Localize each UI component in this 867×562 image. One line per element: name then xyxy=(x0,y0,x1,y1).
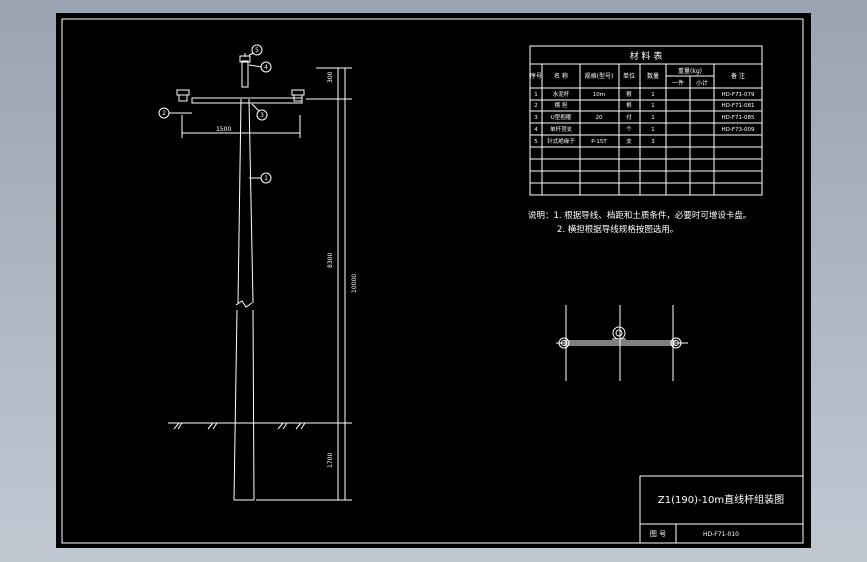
header-weight: 重量(kg) xyxy=(678,67,702,75)
crossarm-plan-view xyxy=(556,305,688,381)
callout-label-5: 5 xyxy=(255,47,259,54)
callout-4 xyxy=(260,61,272,73)
row-3-unit: 付 xyxy=(626,113,632,121)
row-3-seq: 3 xyxy=(534,115,538,121)
row-3-spec: 20 xyxy=(596,115,603,121)
header-seq: 序号 xyxy=(530,72,542,80)
row-1-unit: 根 xyxy=(626,90,632,98)
callout-3 xyxy=(256,109,268,121)
row-1-seq: 1 xyxy=(534,92,538,98)
pole-elevation xyxy=(168,51,352,501)
dim-total-length: 10000 xyxy=(351,274,358,293)
table-rows: 1 水泥杆 10m 根 1 HD-F71-079 2 横 担 根 1 HD-F7… xyxy=(534,90,755,145)
row-5-spec: P-15T xyxy=(591,139,607,145)
dim-top: 300 xyxy=(327,71,334,83)
row-2-seq: 2 xyxy=(534,103,538,109)
dim-below-ground: 1700 xyxy=(327,453,334,468)
row-3-qty: 1 xyxy=(651,115,655,121)
header-weight-single: 一件 xyxy=(672,79,684,87)
callout-label-1: 1 xyxy=(264,175,268,182)
callout-circles xyxy=(158,44,272,184)
callout-2 xyxy=(158,107,170,119)
dim-above-ground: 8300 xyxy=(327,253,334,268)
callout-label-3: 3 xyxy=(260,112,264,119)
row-4-unit: 个 xyxy=(626,126,632,133)
row-1-spec: 10m xyxy=(593,92,605,98)
drawing-title: Z1(190)-10m直线杆组装图 xyxy=(658,493,784,506)
header-unit: 单位 xyxy=(623,72,635,80)
callout-5 xyxy=(251,44,263,56)
row-2-unit: 根 xyxy=(626,101,632,109)
notes-line-2: 2. 横担根据导线规格按图选用。 xyxy=(557,224,678,235)
row-4-qty: 1 xyxy=(651,127,655,133)
drawing-no-label: 图 号 xyxy=(650,530,666,538)
callout-label-2: 2 xyxy=(162,110,166,117)
callout-label-4: 4 xyxy=(264,64,268,71)
row-2-qty: 1 xyxy=(651,103,655,109)
drawing-border xyxy=(61,18,804,544)
header-qty: 数量 xyxy=(647,72,659,80)
header-spec: 规格(型号) xyxy=(585,72,614,80)
dim-crossarm-width: 1500 xyxy=(216,126,231,133)
row-3-remark: HD-F71-085 xyxy=(722,115,756,121)
table-title: 材 料 表 xyxy=(630,50,663,62)
title-block xyxy=(639,475,804,544)
row-3-name: U型抱箍 xyxy=(551,113,572,121)
row-2-name: 横 担 xyxy=(555,101,568,109)
row-1-qty: 1 xyxy=(651,92,655,98)
row-5-qty: 3 xyxy=(651,139,655,145)
row-5-seq: 5 xyxy=(534,139,538,145)
row-4-remark: HD-F73-009 xyxy=(722,127,756,133)
header-name: 名 称 xyxy=(554,72,568,80)
header-weight-subtotal: 小计 xyxy=(696,79,708,87)
row-4-name: 单杆顶支 xyxy=(550,125,573,133)
drawing-sheet: 1 2 3 4 5 1500 300 8300 10000 1700 材 料 表 xyxy=(56,13,811,548)
header-remark: 备 注 xyxy=(731,72,745,80)
row-5-unit: 支 xyxy=(626,137,632,145)
materials-table xyxy=(529,45,763,196)
callout-1 xyxy=(260,172,272,184)
row-4-seq: 4 xyxy=(534,127,538,133)
notes-line-1: 说明：1. 根据导线、档距和土质条件，必要时可增设卡盘。 xyxy=(528,210,751,221)
row-1-remark: HD-F71-079 xyxy=(722,92,756,98)
row-1-name: 水泥杆 xyxy=(553,90,570,98)
row-2-remark: HD-F71-081 xyxy=(722,103,755,109)
row-5-name: 针式绝缘子 xyxy=(547,137,575,145)
drawing-no: HD-F71-010 xyxy=(703,531,739,538)
